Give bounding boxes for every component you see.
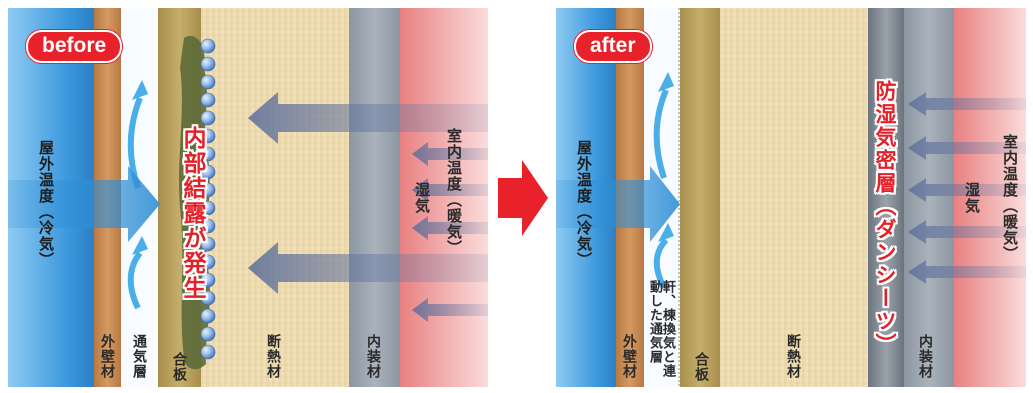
before-badge: before bbox=[26, 30, 123, 63]
layer-label-exterior-wall: 外壁材 bbox=[99, 334, 115, 379]
ventilation-layer-label: 軒、棟換気と連動した通気層 bbox=[647, 280, 675, 378]
layer-label-interior: 内装材 bbox=[917, 334, 933, 379]
airflow-arrow-icon bbox=[653, 72, 674, 290]
layer-label-interior: 内装材 bbox=[365, 334, 381, 379]
after-diagram: after 屋外温度（冷気） 室内温度（暖気） 湿気 防湿気密層（ダンシーツ） … bbox=[556, 8, 1026, 387]
layer-label-insulation: 断熱材 bbox=[265, 334, 281, 379]
layer-label-insulation: 断熱材 bbox=[785, 334, 801, 379]
after-wall-layers bbox=[556, 8, 1026, 387]
layer-label-plywood: 合板 bbox=[693, 352, 709, 382]
after-badge: after bbox=[574, 30, 652, 63]
humidity-label: 湿気 bbox=[413, 182, 431, 214]
condensation-warning: 内部結露が発生 bbox=[179, 126, 205, 301]
outdoor-temp-label: 屋外温度（冷気） bbox=[37, 140, 55, 268]
layer-label-air-layer: 通気層 bbox=[131, 334, 147, 379]
humidity-label: 湿気 bbox=[963, 182, 981, 214]
heat-arrow-icon bbox=[556, 166, 680, 242]
condensation-droplet-icon bbox=[200, 38, 216, 360]
vapor-barrier-label: 防湿気密層（ダンシーツ） bbox=[873, 80, 897, 356]
layer-label-exterior-wall: 外壁材 bbox=[621, 334, 637, 379]
before-diagram: before 屋外温度（冷気） 室内温度（暖気） 湿気 内部結露が発生 外壁材 … bbox=[8, 8, 488, 387]
indoor-temp-label: 室内温度（暖気） bbox=[1001, 134, 1019, 262]
layer-label-plywood: 合板 bbox=[171, 352, 187, 382]
outdoor-temp-label: 屋外温度（冷気） bbox=[575, 140, 593, 268]
moisture-arrow-icon bbox=[248, 92, 488, 322]
heat-arrow-icon bbox=[8, 166, 160, 242]
moisture-arrow-icon bbox=[908, 92, 1026, 284]
indoor-temp-label: 室内温度（暖気） bbox=[445, 128, 463, 256]
